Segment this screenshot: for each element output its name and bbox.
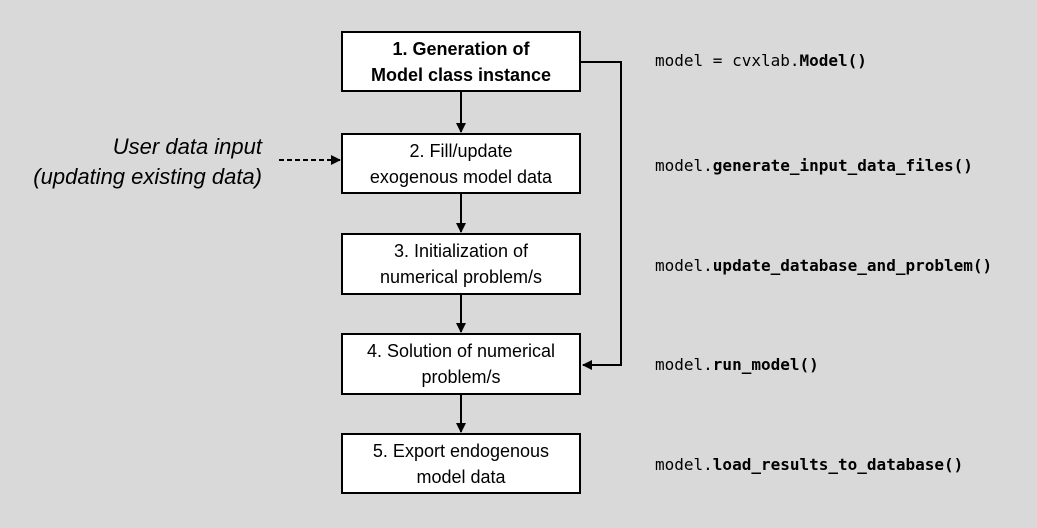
step-4-box: 4. Solution of numerical problem/s <box>341 333 581 395</box>
code-5-function: load_results_to_database() <box>712 455 964 474</box>
code-3-function: update_database_and_problem() <box>712 256 993 275</box>
step-2-line-1: 2. Fill/update <box>409 140 513 161</box>
code-snippet-5: model.load_results_to_database() <box>655 455 963 474</box>
bypass-arrow-step1-to-step4 <box>581 61 622 370</box>
code-2-function: generate_input_data_files() <box>712 156 973 175</box>
code-4-function: run_model() <box>712 355 819 374</box>
step-5-line-2: model data <box>416 466 506 487</box>
code-3-prefix: model. <box>655 256 713 275</box>
step-2-line-2: exogenous model data <box>369 166 553 187</box>
code-snippet-1: model = cvxlab.Model() <box>655 51 867 70</box>
step-3-line-2: numerical problem/s <box>379 267 543 287</box>
user-input-line-2: (updating existing data) <box>33 164 262 189</box>
step-3-line-1: 3. Initialization of <box>393 241 529 261</box>
code-2-prefix: model. <box>655 156 713 175</box>
step-5-line-1: 5. Export endogenous <box>372 440 550 461</box>
step-5-box: 5. Export endogenous model data <box>341 433 581 494</box>
user-data-input-label: User data input (updating existing data) <box>33 132 262 192</box>
step-4-line-2: problem/s <box>421 367 501 387</box>
step-1-line-2: Model class instance <box>370 64 552 85</box>
step-1-line-1: 1. Generation of <box>392 38 530 59</box>
user-input-line-1: User data input <box>112 134 262 159</box>
code-4-prefix: model. <box>655 355 713 374</box>
step-3-box: 3. Initialization of numerical problem/s <box>341 233 581 295</box>
code-snippet-4: model.run_model() <box>655 355 819 374</box>
step-1-box: 1. Generation of Model class instance <box>341 31 581 92</box>
step-2-box: 2. Fill/update exogenous model data <box>341 133 581 194</box>
step-4-line-1: 4. Solution of numerical <box>366 341 556 361</box>
code-snippet-2: model.generate_input_data_files() <box>655 156 973 175</box>
code-snippet-3: model.update_database_and_problem() <box>655 256 992 275</box>
code-1-function: Model() <box>799 51 867 70</box>
code-1-prefix: model = cvxlab. <box>655 51 800 70</box>
code-5-prefix: model. <box>655 455 713 474</box>
